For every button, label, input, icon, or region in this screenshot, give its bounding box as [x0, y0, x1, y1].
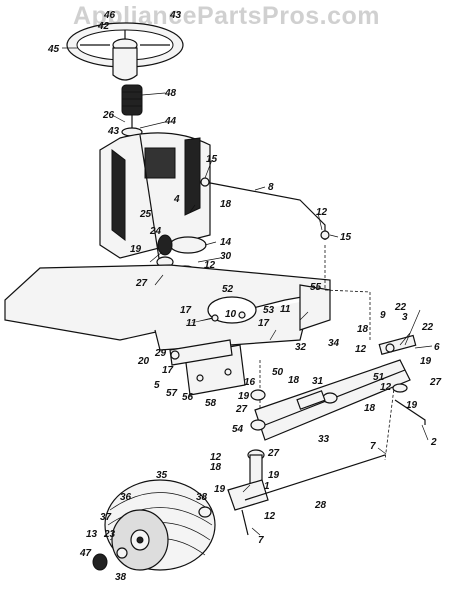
label-14: 14 [220, 237, 232, 248]
label-19-low: 19 [268, 470, 280, 481]
label-16: 16 [244, 377, 256, 388]
label-38-low: 38 [115, 572, 127, 583]
label-1: 1 [264, 481, 270, 492]
spindle-left [227, 449, 269, 536]
label-22-top: 22 [394, 302, 407, 313]
label-23: 23 [103, 529, 116, 540]
steering-shaft-gear [121, 84, 143, 137]
label-32: 32 [295, 342, 307, 353]
label-6: 6 [434, 342, 440, 353]
steering-wheel [66, 22, 184, 81]
label-18-axle: 18 [364, 403, 376, 414]
label-43-top: 43 [169, 10, 182, 21]
label-48: 48 [164, 88, 177, 99]
guide-lines [259, 245, 396, 461]
label-43: 43 [107, 126, 120, 137]
part-labels: 46 43 42 45 48 26 44 43 15 8 4 18 25 12 … [47, 10, 442, 583]
label-33: 33 [318, 434, 330, 445]
label-9: 9 [380, 310, 386, 321]
label-45: 45 [47, 44, 60, 55]
label-35: 35 [156, 470, 168, 481]
label-12-mid: 12 [204, 260, 216, 271]
label-24: 24 [149, 226, 162, 237]
label-10: 10 [225, 309, 237, 320]
label-19-wheel: 19 [214, 484, 226, 495]
label-12-wheel: 12 [264, 511, 276, 522]
label-18-low: 18 [210, 462, 222, 473]
hub-cap [92, 553, 108, 571]
label-53: 53 [263, 305, 275, 316]
label-29: 29 [154, 348, 167, 359]
hardware [116, 311, 395, 559]
label-2: 2 [430, 437, 437, 448]
label-3: 3 [402, 312, 408, 323]
front-axle [254, 359, 411, 441]
label-18-mid: 18 [288, 375, 300, 386]
label-38-right: 38 [196, 492, 208, 503]
label-46: 46 [103, 10, 116, 21]
label-27-right: 27 [429, 377, 442, 388]
label-11-b: 11 [280, 304, 291, 315]
label-19-top: 19 [130, 244, 142, 255]
label-56: 56 [182, 392, 194, 403]
label-50: 50 [272, 367, 284, 378]
label-25: 25 [139, 209, 152, 220]
label-19-axle: 19 [406, 400, 418, 411]
leader-lines [62, 47, 433, 536]
label-5: 5 [154, 380, 160, 391]
label-12-right: 12 [355, 344, 367, 355]
label-52: 52 [222, 284, 234, 295]
tie-rod [244, 454, 386, 501]
label-27-mid: 27 [235, 404, 248, 415]
label-27-low: 27 [267, 448, 280, 459]
label-47: 47 [79, 548, 92, 559]
label-12-top: 12 [316, 207, 328, 218]
label-34: 34 [328, 338, 340, 349]
label-27-top: 27 [135, 278, 148, 289]
label-11-a: 11 [186, 318, 197, 329]
label-22-right: 22 [421, 322, 434, 333]
label-12-low: 12 [210, 452, 222, 463]
label-55: 55 [310, 282, 322, 293]
label-15-top: 15 [206, 154, 218, 165]
label-57: 57 [166, 388, 178, 399]
label-30: 30 [220, 251, 232, 262]
label-17-a: 17 [180, 305, 192, 316]
label-54: 54 [232, 424, 244, 435]
label-18-right: 18 [357, 324, 369, 335]
label-26: 26 [102, 110, 115, 121]
label-44: 44 [164, 116, 177, 127]
label-31: 31 [312, 376, 324, 387]
label-20: 20 [137, 356, 150, 367]
label-18-top: 18 [220, 199, 232, 210]
label-7-right: 7 [370, 441, 376, 452]
dash-panel [99, 132, 211, 259]
label-36: 36 [120, 492, 132, 503]
label-15-right: 15 [340, 232, 352, 243]
label-13: 13 [86, 529, 98, 540]
label-28: 28 [314, 500, 327, 511]
label-17-c: 17 [162, 365, 174, 376]
label-4: 4 [173, 194, 180, 205]
bracket-left [169, 339, 246, 396]
label-42: 42 [97, 21, 110, 32]
label-12-mid2: 12 [380, 382, 392, 393]
label-17-b: 17 [258, 318, 270, 329]
label-58: 58 [205, 398, 217, 409]
label-19-right: 19 [420, 356, 432, 367]
label-19-mid: 19 [238, 391, 250, 402]
drag-link [200, 177, 330, 240]
label-51: 51 [373, 372, 385, 383]
steering-shaft [139, 134, 161, 266]
label-8: 8 [268, 182, 274, 193]
label-37: 37 [100, 512, 112, 523]
label-7-low: 7 [258, 535, 264, 546]
